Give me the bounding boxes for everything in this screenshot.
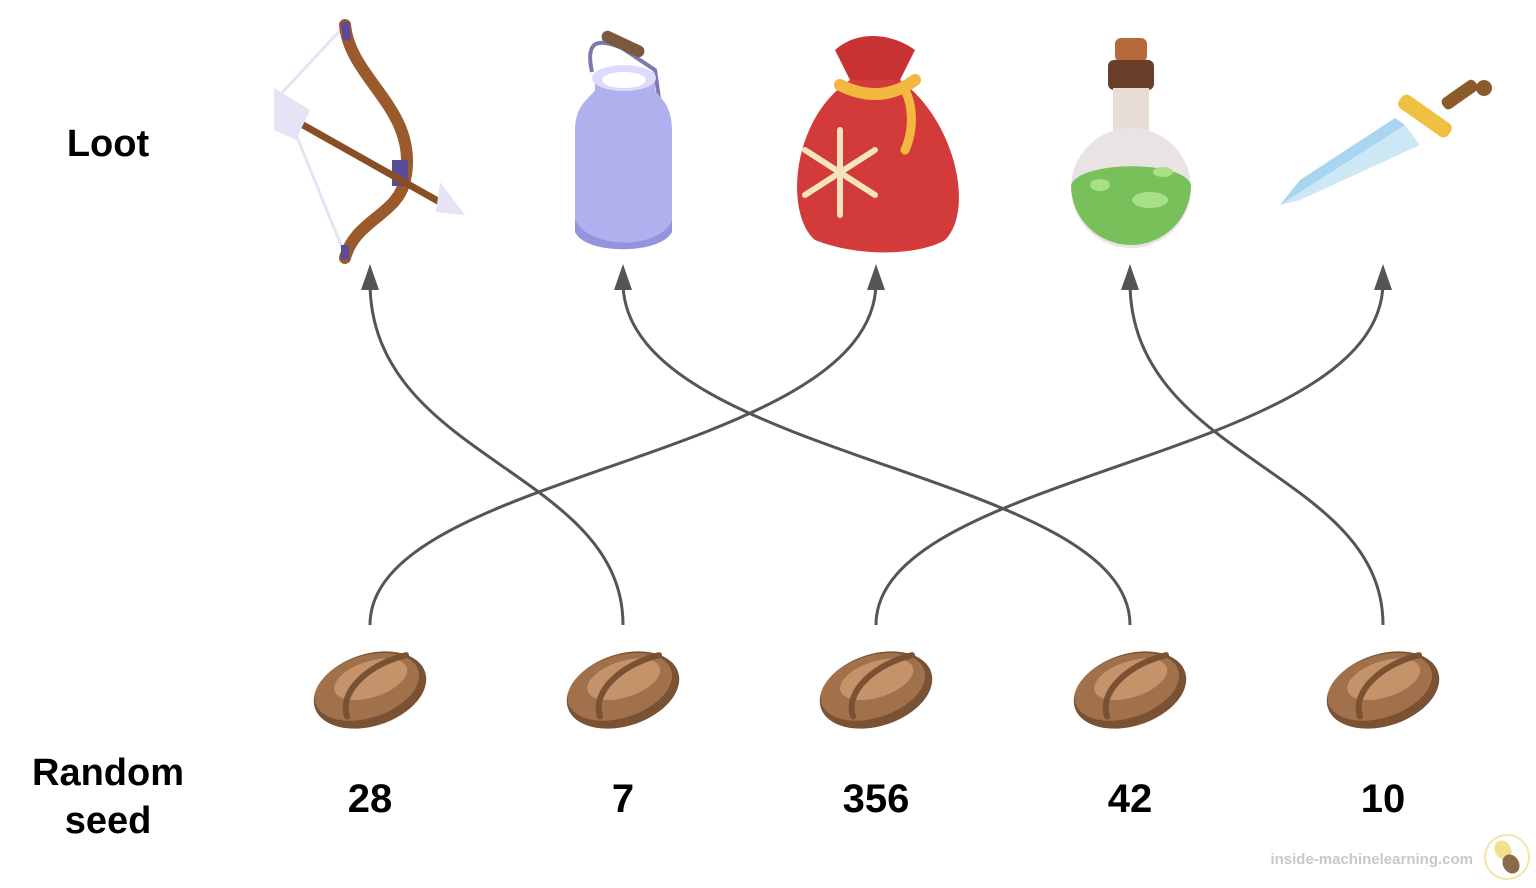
watermark-logo [1484, 834, 1530, 880]
mapping-arrows [361, 264, 1392, 626]
arrowhead-icon [614, 264, 632, 290]
sword-icon [1280, 79, 1492, 205]
arrowhead-icon [1121, 264, 1139, 290]
arrowhead-icon [1374, 264, 1392, 290]
arrowhead-icon [867, 264, 885, 290]
seed-icon [819, 651, 933, 729]
mapping-arrow [368, 281, 878, 626]
seed-value: 28 [348, 777, 393, 821]
seed-icon [566, 651, 680, 729]
seed-icon [313, 651, 427, 729]
mapping-arrow [368, 281, 625, 626]
mapping-arrow [874, 281, 1385, 626]
random-seed-label-line2: seed [65, 800, 152, 842]
mapping-arrow [621, 281, 1132, 626]
seed-value: 356 [843, 777, 910, 821]
sack-icon [797, 36, 959, 253]
seed-value: 42 [1108, 777, 1153, 821]
seed-icon [1073, 651, 1187, 729]
seed-value: 10 [1361, 777, 1406, 821]
potion-icon [1071, 38, 1191, 248]
bow-arrow-icon [274, 19, 465, 264]
random-seed-label-line1: Random [32, 752, 184, 794]
seed-value: 7 [612, 777, 634, 821]
mapping-arrow [1128, 281, 1385, 626]
jug-icon [575, 30, 672, 250]
seed-icon [1326, 651, 1440, 729]
seed-row: 28 7 356 42 10 [313, 651, 1440, 821]
loot-label: Loot [67, 123, 150, 165]
arrowhead-icon [361, 264, 379, 290]
watermark-text: inside-machinelearning.com [1270, 851, 1473, 868]
